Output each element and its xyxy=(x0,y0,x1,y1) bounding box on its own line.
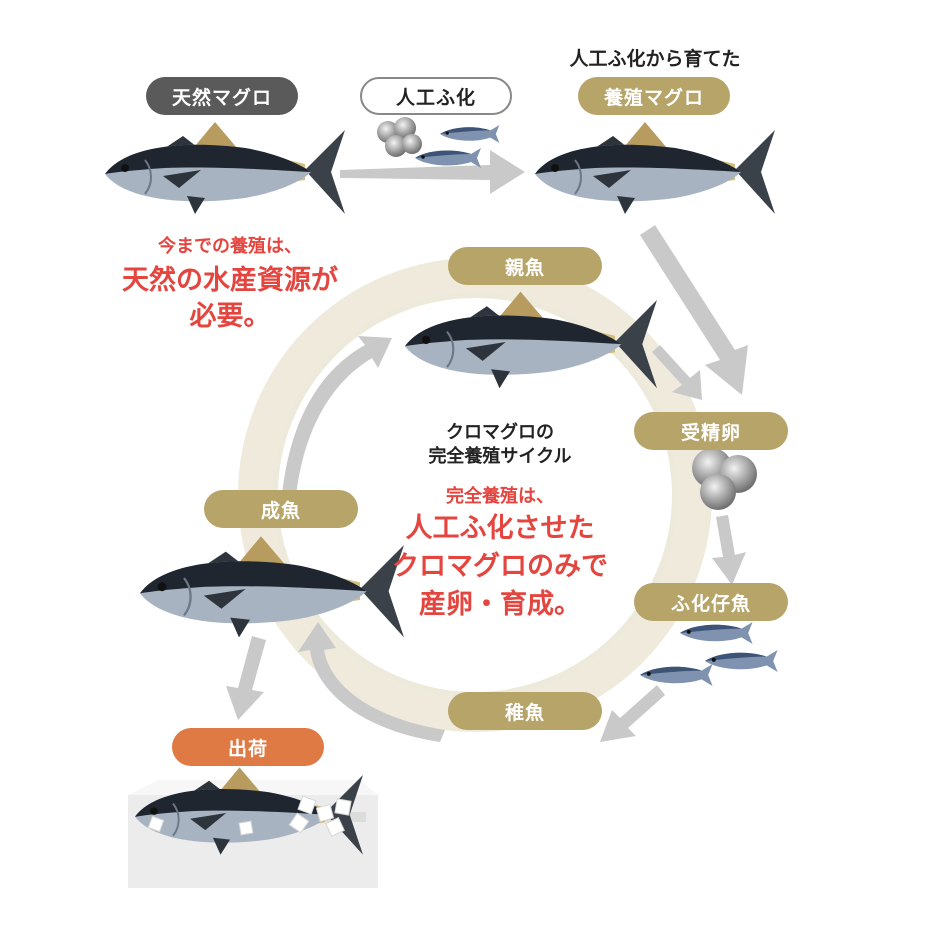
cycle-note-line1: 完全養殖は、 xyxy=(446,486,554,507)
farmed-tuna-label: 養殖マグロ xyxy=(578,77,730,115)
arrow-egg-to-hatchling xyxy=(712,515,746,585)
stage-parent-label: 親魚 xyxy=(448,247,602,285)
fertilized-eggs xyxy=(692,448,757,510)
arrow-hatchling-to-juvenile xyxy=(600,685,665,742)
stage-shipment-label: 出荷 xyxy=(172,728,324,766)
arrow-farmed-to-egg xyxy=(640,225,748,395)
arrow-adult-to-shipment xyxy=(226,636,266,720)
cycle-note-line4: 産卵・育成。 xyxy=(419,589,581,620)
ice-cubes xyxy=(147,795,352,837)
cycle-title-line1: クロマグロの xyxy=(446,422,554,443)
wild-tuna xyxy=(104,121,346,215)
left-note-line2: 天然の水産資源が xyxy=(122,265,338,296)
hatch-eggs xyxy=(377,117,422,157)
parent-tuna xyxy=(403,290,659,390)
cycle-note-line3: クロマグロのみで xyxy=(392,551,608,582)
stage-adult-label: 成魚 xyxy=(204,490,358,528)
arrow-juvenile-to-adult xyxy=(298,622,445,742)
left-note-line3: 必要。 xyxy=(189,301,271,332)
cycle-note-line2: 人工ふ化させた xyxy=(405,513,595,544)
farmed-tuna xyxy=(534,121,776,215)
farmed-caption: 人工ふ化から育てた xyxy=(569,48,741,70)
stage-hatchling-label: ふ化仔魚 xyxy=(634,583,788,621)
stage-juvenile-label: 稚魚 xyxy=(448,692,602,730)
arrow-adult-to-parent xyxy=(282,336,392,496)
stage-egg-label: 受精卵 xyxy=(634,412,788,450)
left-note-line1: 今までの養殖は、 xyxy=(158,236,302,257)
arrow-hatch-to-farmed xyxy=(340,150,525,194)
cycle-title-line2: 完全養殖サイクル xyxy=(428,446,572,467)
hatchling-fish xyxy=(680,622,753,644)
fry-fish xyxy=(440,125,500,143)
wild-tuna-label: 天然マグロ xyxy=(146,77,298,115)
artificial-hatch-label: 人工ふ化 xyxy=(360,77,512,115)
